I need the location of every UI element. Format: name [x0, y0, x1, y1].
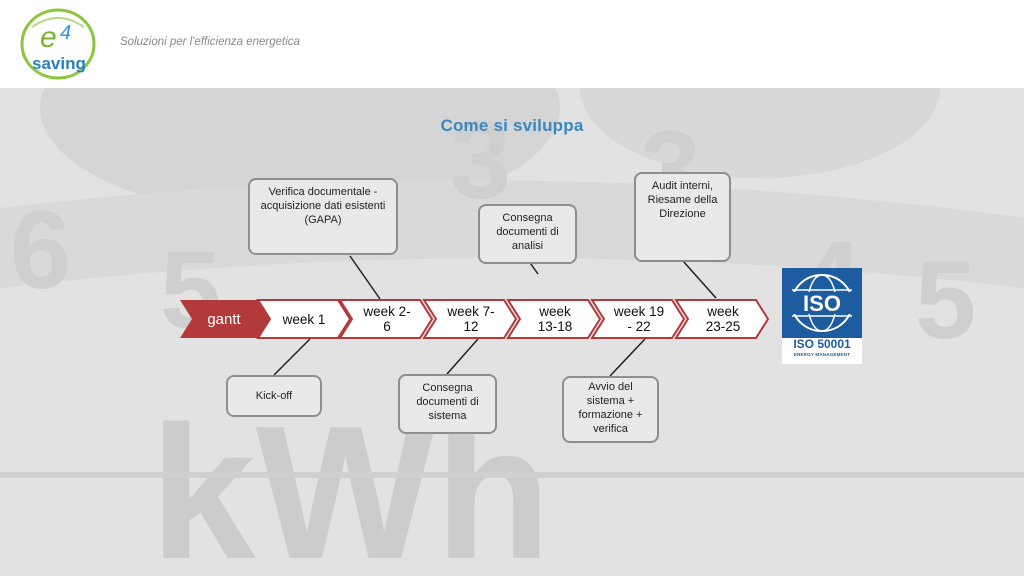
svg-text:3: 3	[450, 99, 511, 222]
iso-50001-logo: ISO ISO 50001 ENERGY MANAGEMENT	[782, 268, 862, 364]
svg-text:5: 5	[915, 239, 976, 362]
e4saving-logo: e 4 saving	[18, 7, 98, 81]
callout-verifica-text: Verifica documentale - acquisizione dati…	[260, 186, 386, 226]
connector-audit	[682, 260, 717, 299]
slide-content: 6 5 3 3 4 5 kWh Come si sviluppa gantt w…	[0, 88, 1024, 576]
svg-text:6: 6	[10, 189, 71, 312]
step-label-week-13-18: week 13-18	[537, 304, 573, 334]
chevron-week-7-12	[422, 299, 518, 339]
callout-consegna-analisi-text: Consegna documenti di analisi	[496, 212, 559, 252]
step-label-week-2-6: week 2- 6	[363, 304, 411, 334]
timeline	[180, 255, 770, 377]
callout-kickoff: Kick-off	[226, 375, 322, 417]
step-label-week-23-25: week 23-25	[705, 304, 741, 334]
iso-globe-badge: ISO	[782, 268, 862, 338]
step-label-week-7-12: week 7- 12	[447, 304, 495, 334]
chevron-gantt	[180, 300, 270, 338]
connector-avvio	[609, 338, 646, 377]
callout-verifica: Verifica documentale - acquisizione dati…	[248, 178, 398, 255]
chevron-week-19-22	[590, 299, 686, 339]
callout-avvio: Avvio del sistema + formazione + verific…	[562, 376, 659, 443]
slide-title: Come si sviluppa	[440, 116, 584, 135]
gantt-label: gantt	[207, 310, 241, 328]
callout-audit-text: Audit interni, Riesame della Direzione	[647, 180, 718, 220]
iso-mark: ISO	[803, 291, 841, 316]
header: e 4 saving Soluzioni per l'efficienza en…	[0, 0, 1024, 88]
svg-text:4: 4	[60, 22, 71, 44]
callout-consegna-sistema: Consegna documenti di sistema	[398, 374, 497, 434]
callout-kickoff-text: Kick-off	[255, 390, 293, 402]
callout-avvio-text: Avvio del sistema + formazione + verific…	[578, 381, 643, 435]
iso-standard: ISO 50001	[793, 337, 851, 351]
callout-audit: Audit interni, Riesame della Direzione	[634, 172, 731, 262]
connector-kickoff	[273, 338, 311, 376]
step-label-week-19-22: week 19 - 22	[613, 304, 665, 334]
chevron-week-23-25	[674, 299, 770, 339]
tagline: Soluzioni per l'efficienza energetica	[120, 36, 300, 48]
iso-caption: ENERGY MANAGEMENT	[793, 352, 851, 357]
connector-verifica	[349, 255, 381, 300]
chevron-week-2-6	[338, 299, 434, 339]
callout-consegna-sistema-text: Consegna documenti di sistema	[416, 382, 479, 422]
step-label-week-1: week 1	[282, 311, 326, 327]
svg-text:e: e	[40, 21, 57, 54]
chevron-week-1	[256, 299, 352, 339]
svg-text:saving: saving	[32, 54, 86, 73]
chevron-week-13-18	[506, 299, 602, 339]
callout-consegna-analisi: Consegna documenti di analisi	[478, 204, 577, 264]
connector-consegna-sistema	[446, 338, 479, 375]
